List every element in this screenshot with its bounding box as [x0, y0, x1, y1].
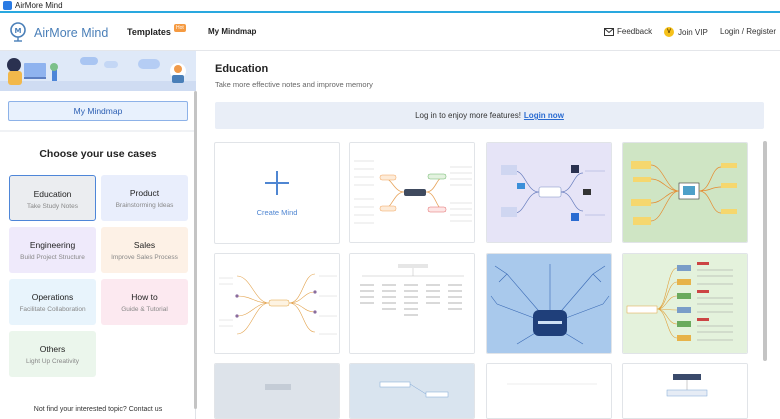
join-vip-label: Join VIP: [678, 27, 708, 37]
template-thumbnail: [487, 364, 611, 418]
template-thumbnail: [350, 364, 474, 418]
mail-icon: [604, 27, 614, 36]
top-header: M AirMore Mind Templates Hot My Mindmap …: [0, 15, 780, 51]
use-case-name: Product: [129, 188, 160, 198]
use-case-product[interactable]: Product Brainstorming Ideas: [101, 175, 188, 221]
template-card[interactable]: [486, 142, 612, 243]
template-card[interactable]: [622, 253, 748, 354]
template-card[interactable]: [214, 363, 340, 419]
template-thumbnail: [350, 254, 474, 353]
use-case-others[interactable]: Others Light Up Creativity: [9, 331, 96, 377]
template-card[interactable]: [622, 142, 748, 243]
template-thumbnail: [487, 143, 611, 242]
use-case-subtitle: Facilitate Collaboration: [19, 306, 86, 313]
sidebar: My Mindmap Choose your use cases Educati…: [0, 51, 197, 419]
template-thumbnail: [215, 254, 339, 353]
sidebar-divider: [0, 130, 196, 132]
template-thumbnail: [623, 143, 747, 242]
plus-icon: [265, 171, 289, 195]
use-case-name: How to: [131, 292, 158, 302]
login-prompt-text: Log in to enjoy more features!: [415, 111, 521, 120]
airmore-logo-icon[interactable]: M: [8, 21, 28, 43]
category-title: Education: [215, 63, 269, 75]
use-case-engineering[interactable]: Engineering Build Project Structure: [9, 227, 96, 273]
use-case-subtitle: Improve Sales Process: [111, 254, 178, 261]
use-case-subtitle: Build Project Structure: [20, 254, 85, 261]
create-mind-card[interactable]: Create Mind: [214, 142, 340, 244]
use-case-name: Education: [33, 189, 72, 199]
nav-my-mindmap[interactable]: My Mindmap: [208, 27, 257, 36]
template-thumbnail: [623, 254, 747, 353]
use-case-operations[interactable]: Operations Facilitate Collaboration: [9, 279, 96, 325]
feedback-link[interactable]: Feedback: [604, 27, 652, 36]
join-vip-link[interactable]: V Join VIP: [664, 27, 708, 37]
use-case-name: Others: [39, 344, 66, 354]
sidebar-banner-illustration: [0, 51, 196, 91]
app-icon: [3, 1, 12, 10]
main-scrollbar[interactable]: [763, 141, 767, 361]
create-mind-label: Create Mind: [256, 208, 298, 217]
my-mindmap-button[interactable]: My Mindmap: [8, 101, 188, 121]
use-case-subtitle: Take Study Notes: [27, 203, 78, 210]
use-case-subtitle: Light Up Creativity: [25, 358, 80, 365]
template-card[interactable]: [486, 253, 612, 354]
template-thumbnail: [215, 364, 339, 418]
use-case-education[interactable]: Education Take Study Notes: [9, 175, 96, 221]
nav-templates[interactable]: Templates: [127, 27, 171, 37]
use-case-subtitle: Guide & Tutorial: [121, 306, 168, 313]
template-card[interactable]: [486, 363, 612, 419]
use-case-name: Sales: [133, 240, 156, 250]
use-case-how-to[interactable]: How to Guide & Tutorial: [101, 279, 188, 325]
logo-text[interactable]: AirMore Mind: [34, 26, 109, 40]
feedback-label: Feedback: [617, 27, 653, 36]
vip-crown-icon: V: [664, 27, 674, 37]
window-title: AirMore Mind: [15, 1, 63, 10]
template-card[interactable]: [349, 363, 475, 419]
template-thumbnail: [623, 364, 747, 418]
login-register-link[interactable]: Login / Register: [720, 27, 777, 36]
template-card[interactable]: [349, 253, 475, 354]
login-now-link[interactable]: Login now: [523, 111, 564, 120]
main-content: Education Take more effective notes and …: [197, 51, 780, 419]
use-case-subtitle: Brainstorming Ideas: [115, 202, 174, 209]
login-prompt-bar: Log in to enjoy more features!Login now: [215, 102, 764, 129]
use-case-sales[interactable]: Sales Improve Sales Process: [101, 227, 188, 273]
template-card[interactable]: [349, 142, 475, 243]
use-case-name: Operations: [31, 292, 74, 302]
hot-badge: Hot: [174, 24, 186, 32]
template-card[interactable]: [214, 253, 340, 354]
sidebar-scrollbar[interactable]: [194, 91, 197, 409]
template-thumbnail: [487, 254, 611, 353]
choose-use-cases-heading: Choose your use cases: [39, 148, 157, 160]
use-case-name: Engineering: [29, 240, 76, 250]
category-subtitle: Take more effective notes and improve me…: [215, 80, 373, 89]
template-card[interactable]: [622, 363, 748, 419]
window-titlebar: AirMore Mind: [0, 0, 780, 13]
template-thumbnail: [350, 143, 474, 242]
contact-us-link[interactable]: Not find your interested topic? Contact …: [33, 406, 163, 413]
svg-text:M: M: [15, 27, 22, 35]
